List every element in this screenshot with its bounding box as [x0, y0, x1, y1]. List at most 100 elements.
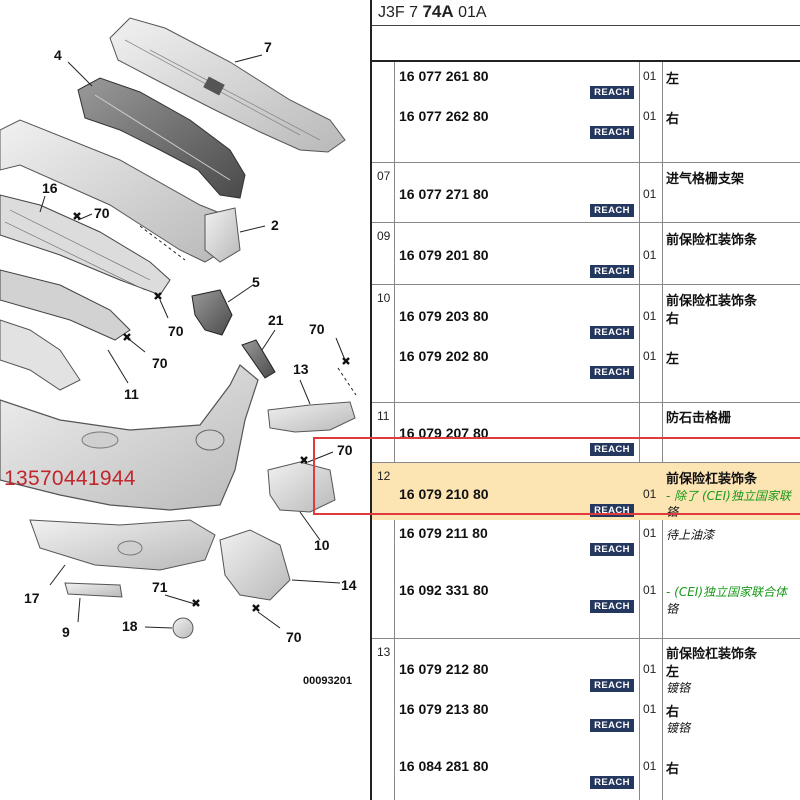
part-title: 防石击格栅 — [666, 410, 732, 425]
reach-badge: REACH — [590, 326, 634, 339]
reach-badge: REACH — [590, 366, 634, 379]
part-title: 前保险杠装饰条 — [666, 232, 758, 247]
part-number[interactable]: 16 079 202 80 — [399, 348, 489, 364]
quantity: 01 — [643, 583, 657, 597]
table-row[interactable]: 09 前保险杠装饰条 16 079 201 80 REACH 01 — [372, 222, 800, 284]
bumper-exploded-drawing — [0, 17, 357, 639]
reach-badge: REACH — [590, 600, 634, 613]
part-7-upper-shield — [109, 17, 346, 153]
callout-70[interactable]: 70 — [309, 321, 325, 337]
callout-70[interactable]: 70 — [168, 323, 184, 339]
quantity: 01 — [643, 487, 657, 501]
callout-70[interactable]: 70 — [286, 629, 302, 645]
catalog-header: J3F 7 74A 01A — [372, 0, 800, 26]
callout-2[interactable]: 2 — [271, 217, 279, 233]
quantity: 01 — [643, 187, 657, 201]
reach-badge: REACH — [590, 265, 634, 278]
reach-badge: REACH — [590, 443, 634, 456]
part-16-upper-grille — [0, 194, 171, 296]
ref-number: 12 — [377, 469, 391, 483]
part-number[interactable]: 16 077 262 80 — [399, 108, 489, 124]
ref-number: 11 — [377, 409, 390, 423]
reach-badge: REACH — [590, 86, 634, 99]
part-description: 右 — [666, 111, 680, 126]
column-divider — [394, 62, 395, 800]
callout-18[interactable]: 18 — [122, 618, 138, 634]
part-number[interactable]: 16 084 281 80 — [399, 758, 489, 774]
bumper-cover — [0, 364, 259, 511]
callout-17[interactable]: 17 — [24, 590, 40, 606]
table-row-selected[interactable]: 12 前保险杠装饰条 16 079 210 80 REACH 01 - 除了 (… — [372, 462, 800, 520]
quantity: 01 — [643, 109, 657, 123]
ref-number: 09 — [377, 229, 391, 243]
callout-71[interactable]: 71 — [152, 579, 168, 595]
part-number[interactable]: 16 079 212 80 — [399, 661, 489, 677]
callout-21[interactable]: 21 — [268, 312, 284, 328]
reach-badge: REACH — [590, 776, 634, 789]
part-title: 进气格栅支架 — [666, 171, 745, 186]
column-divider — [639, 62, 640, 800]
part-description: 左 — [666, 71, 680, 86]
table-row[interactable]: 07 进气格栅支架 16 077 271 80 REACH 01 — [372, 162, 800, 222]
part-9-strip — [64, 582, 123, 598]
part-number[interactable]: 16 092 331 80 — [399, 582, 489, 598]
part-number[interactable]: 16 077 271 80 — [399, 186, 489, 202]
part-description: 左 — [666, 351, 680, 366]
part-note: 待上油漆 — [666, 528, 715, 542]
callout-5[interactable]: 5 — [252, 274, 260, 290]
callout-7[interactable]: 7 — [264, 39, 272, 55]
callout-70[interactable]: 70 — [152, 355, 168, 371]
part-4-grille-bracket — [77, 77, 246, 199]
header-divider — [372, 60, 800, 62]
callout-70[interactable]: 70 — [94, 205, 110, 221]
table-row[interactable]: 16 077 261 80 REACH 01 左 16 077 262 80 R… — [372, 62, 800, 162]
phone-watermark: 13570441944 — [4, 467, 136, 490]
part-description: 右 — [666, 311, 680, 326]
part-number[interactable]: 16 079 211 80 — [399, 525, 488, 541]
part-description: 右 — [666, 704, 680, 719]
ref-number: 10 — [377, 291, 391, 305]
part-2-absorber — [204, 207, 241, 263]
part-10-fog-bezel — [267, 461, 336, 513]
table-row[interactable]: 16 079 211 80 REACH 01 待上油漆 16 092 331 8… — [372, 520, 800, 638]
column-divider — [662, 62, 663, 800]
callout-10[interactable]: 10 — [314, 537, 330, 553]
part-description: 右 — [666, 761, 680, 776]
figure-code: 00093201 — [303, 675, 352, 687]
part-note: - 除了 (CEI)独立国家联 — [666, 489, 791, 503]
part-number[interactable]: 16 079 213 80 — [399, 701, 489, 717]
part-note: - (CEI)独立国家联合体 — [666, 585, 788, 599]
header-suffix: 01A — [458, 4, 487, 21]
part-note: 镀铬 — [666, 681, 691, 695]
quantity: 01 — [643, 349, 657, 363]
ref-number: 07 — [377, 169, 391, 183]
part-number[interactable]: 16 079 203 80 — [399, 308, 489, 324]
part-number[interactable]: 16 079 201 80 — [399, 247, 489, 263]
quantity: 01 — [643, 759, 657, 773]
part-11-lower-grille — [0, 269, 131, 341]
part-title: 前保险杠装饰条 — [666, 471, 758, 486]
reach-badge: REACH — [590, 126, 634, 139]
part-title: 前保险杠装饰条 — [666, 646, 758, 661]
part-18-sensor — [172, 617, 194, 639]
reach-badge: REACH — [590, 719, 634, 732]
parts-list-panel: J3F 7 74A 01A 16 077 261 80 REACH 01 左 1… — [370, 0, 800, 800]
table-row[interactable]: 10 前保险杠装饰条 16 079 203 80 REACH 01 右 16 0… — [372, 284, 800, 402]
table-row[interactable]: 13 前保险杠装饰条 16 079 212 80 REACH 01 左 镀铬 1… — [372, 638, 800, 800]
part-21-clip — [241, 339, 276, 379]
callout-13[interactable]: 13 — [293, 361, 309, 377]
quantity: 01 — [643, 309, 657, 323]
part-note: 铬 — [666, 505, 679, 519]
part-number[interactable]: 16 079 210 80 — [399, 486, 489, 502]
callout-9[interactable]: 9 — [62, 624, 70, 640]
callout-14[interactable]: 14 — [341, 577, 357, 593]
part-number[interactable]: 16 077 261 80 — [399, 68, 489, 84]
header-prefix: J3F 7 — [378, 4, 419, 21]
quantity: 01 — [643, 662, 657, 676]
callout-11[interactable]: 11 — [124, 386, 139, 402]
fastener-marks — [73, 212, 350, 612]
callout-16[interactable]: 16 — [42, 180, 58, 196]
part-13-fog-trim — [267, 401, 356, 433]
callout-4[interactable]: 4 — [54, 47, 62, 63]
callout-70[interactable]: 70 — [337, 442, 353, 458]
